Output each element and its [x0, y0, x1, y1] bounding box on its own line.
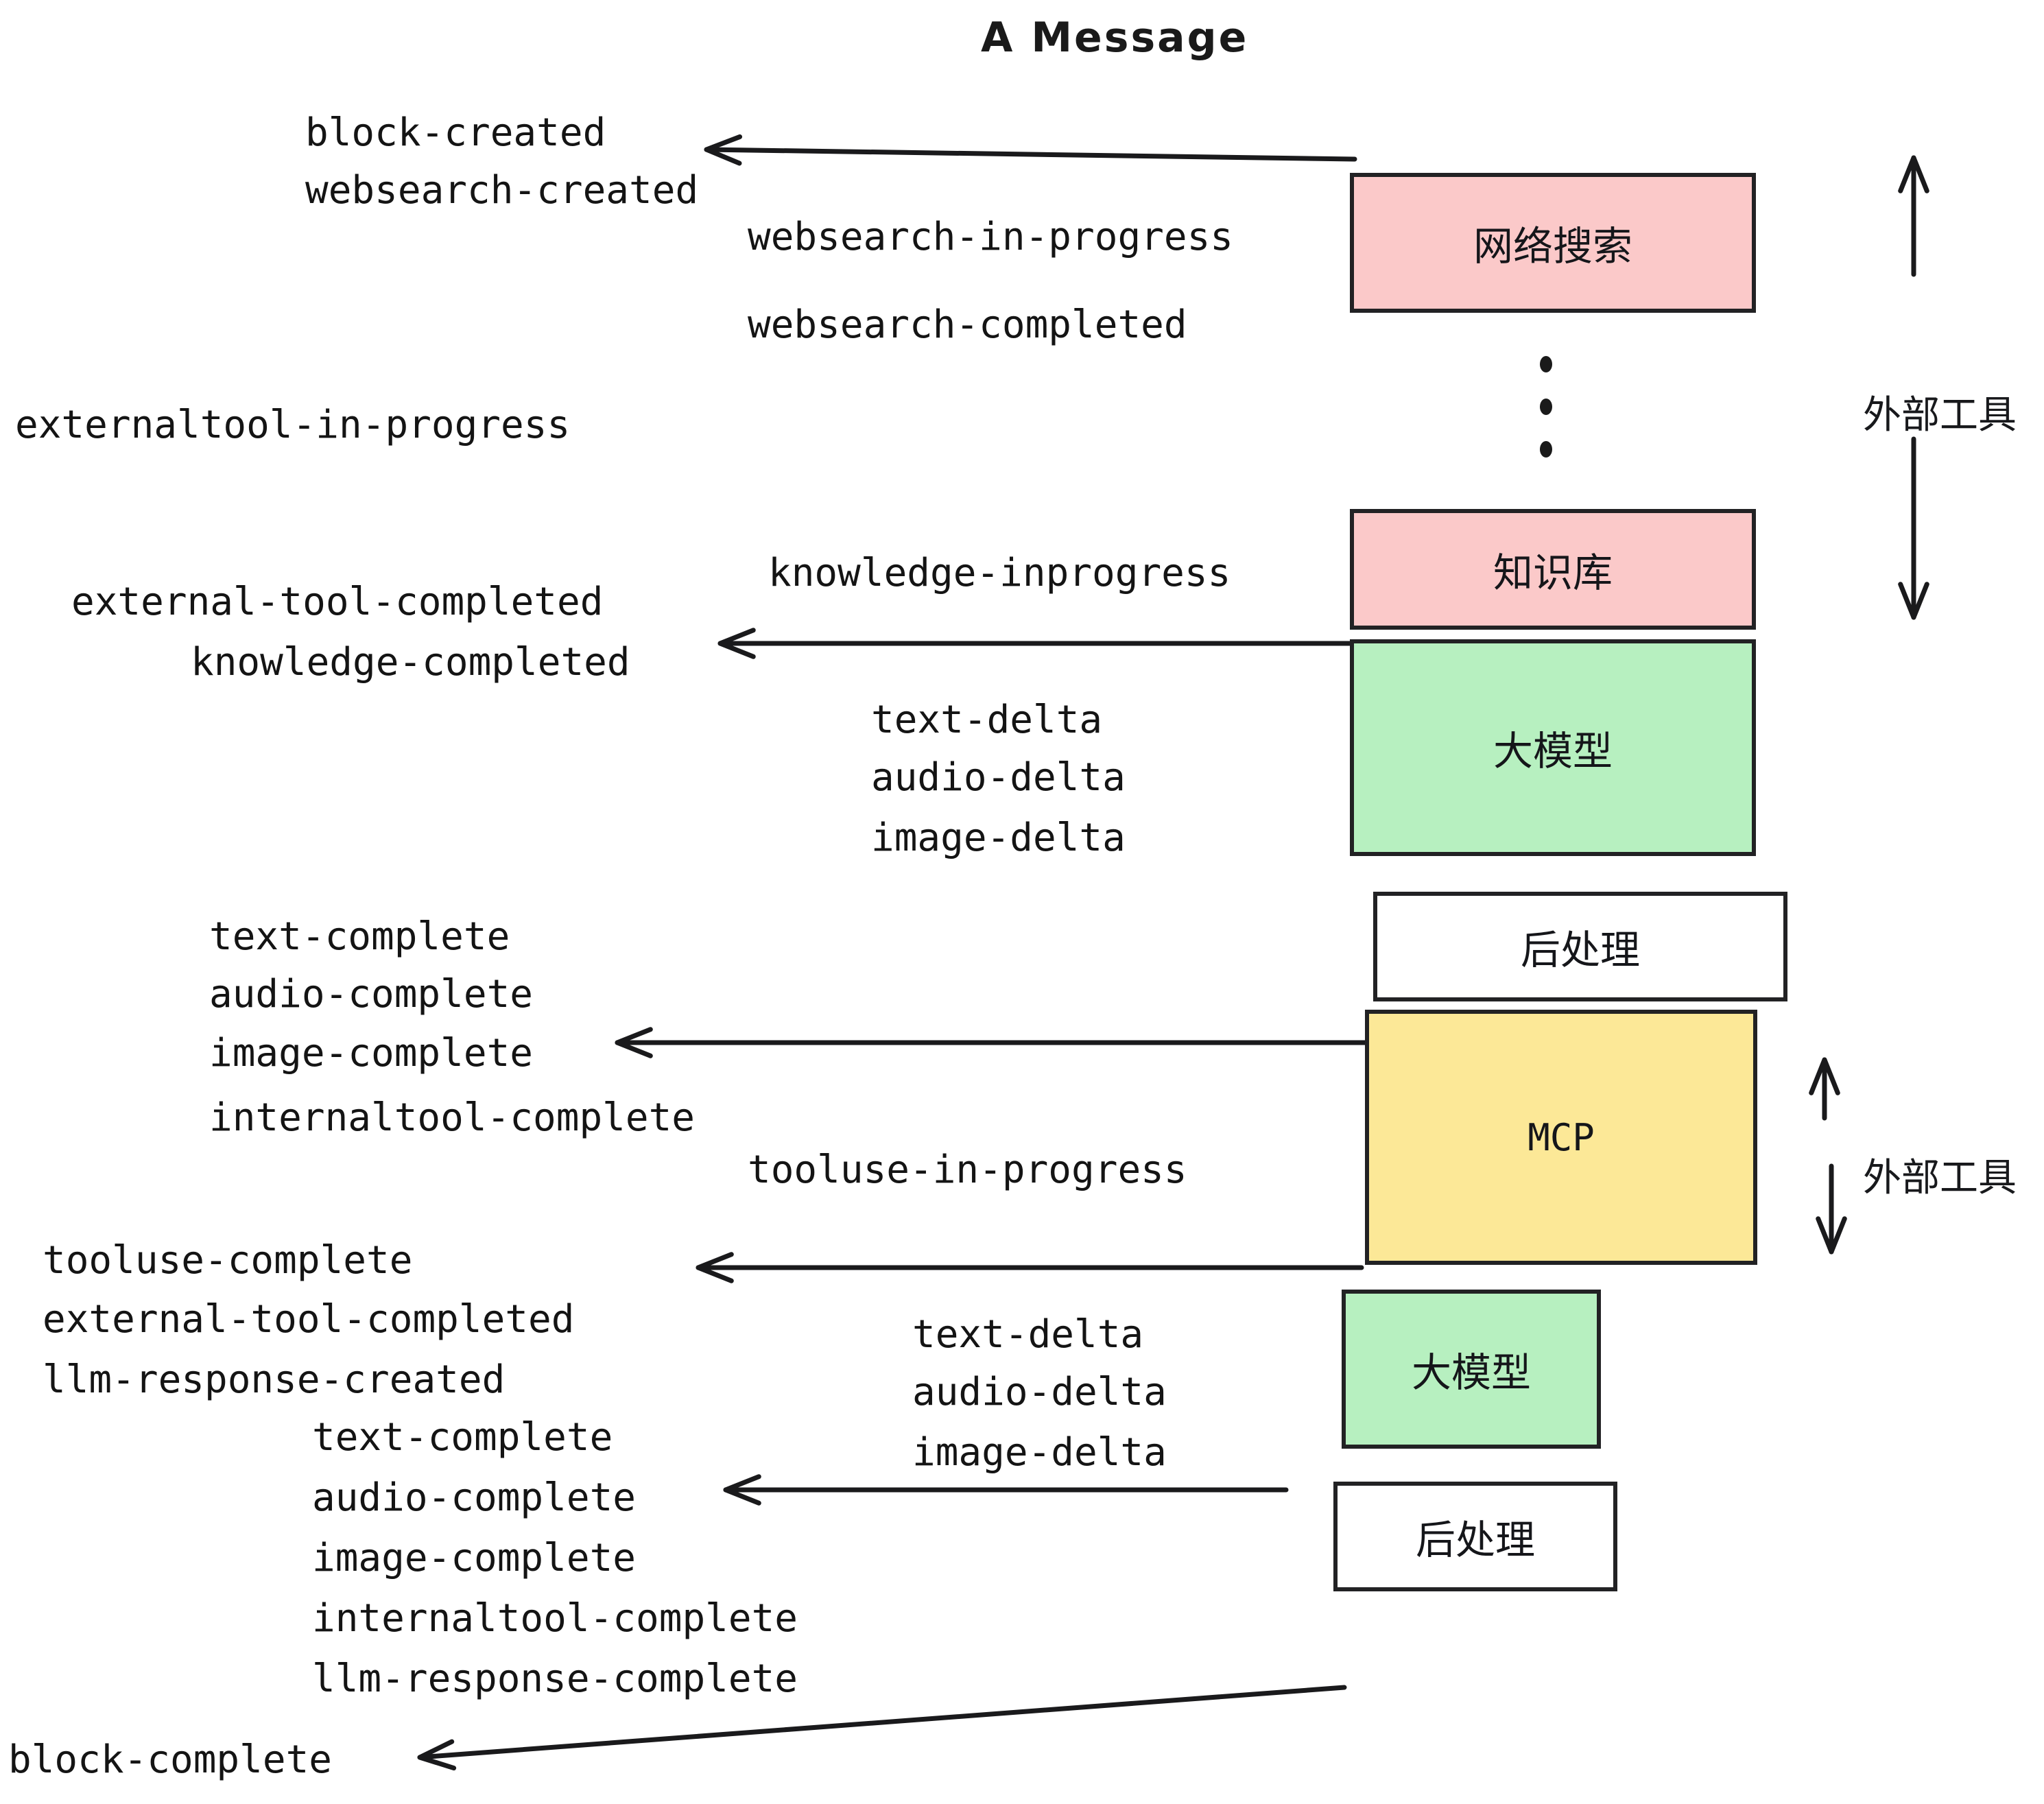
event-label: text-delta	[912, 1312, 1144, 1357]
event-label: websearch-completed	[748, 302, 1187, 347]
event-label: knowledge-completed	[191, 640, 630, 685]
event-label: text-delta	[871, 698, 1103, 742]
event-label: llm-response-created	[43, 1357, 506, 1402]
event-label: knowledge-inprogress	[768, 551, 1231, 595]
postprocess-return-arrow-head	[615, 1027, 653, 1058]
mcp-return-arrow-head	[696, 1252, 734, 1283]
node-box-5[interactable]: 大模型	[1342, 1290, 1601, 1449]
event-label: internaltool-complete	[312, 1596, 798, 1641]
event-label: image-complete	[312, 1536, 637, 1580]
event-label: websearch-created	[305, 168, 699, 213]
event-label: image-delta	[912, 1430, 1167, 1475]
event-label: block-complete	[8, 1737, 333, 1782]
event-label: audio-delta	[912, 1370, 1167, 1414]
node-box-1[interactable]: 知识库	[1350, 509, 1756, 630]
llm2-return-arrow-head	[723, 1474, 761, 1506]
event-label: externaltool-in-progress	[15, 403, 571, 447]
event-label: block-created	[305, 110, 606, 155]
event-label: external-tool-completed	[71, 580, 604, 624]
event-label: image-complete	[209, 1031, 534, 1076]
event-label: websearch-in-progress	[748, 215, 1234, 259]
websearch-return-arrow-head	[704, 134, 743, 166]
event-label: audio-complete	[312, 1475, 637, 1520]
event-label: internaltool-complete	[209, 1095, 696, 1140]
event-label: image-delta	[871, 816, 1126, 860]
node-box-0[interactable]: 网络搜索	[1350, 173, 1756, 313]
external-tool-down-arrow-top-head	[1898, 582, 1929, 620]
event-label: tooluse-in-progress	[748, 1148, 1187, 1192]
event-label: tooluse-complete	[43, 1238, 413, 1283]
external-tool-up-arrow-bottom-head	[1809, 1057, 1840, 1095]
event-label: llm-response-complete	[312, 1657, 798, 1701]
node-box-4[interactable]: MCP	[1365, 1010, 1757, 1265]
websearch-return-arrow	[704, 147, 1357, 162]
event-label: text-complete	[312, 1415, 613, 1460]
page-title: A Message	[981, 14, 1249, 62]
external-tool-label: 外部工具	[1863, 393, 2017, 438]
external-tool-up-arrow-top-head	[1898, 155, 1929, 193]
node-box-3[interactable]: 后处理	[1373, 892, 1787, 1001]
vertical-ellipsis-icon	[1540, 343, 1552, 471]
external-tool-label: 外部工具	[1863, 1156, 2017, 1200]
event-label: text-complete	[209, 914, 510, 959]
external-tool-down-arrow-bottom-head	[1816, 1216, 1847, 1255]
knowledge-return-arrow-head	[717, 628, 756, 659]
event-label: audio-complete	[209, 972, 534, 1017]
node-box-2[interactable]: 大模型	[1350, 639, 1756, 856]
block-complete-arrow-head	[417, 1739, 457, 1771]
event-label: audio-delta	[871, 755, 1126, 800]
event-label: external-tool-completed	[43, 1297, 575, 1342]
node-box-6[interactable]: 后处理	[1333, 1482, 1617, 1591]
